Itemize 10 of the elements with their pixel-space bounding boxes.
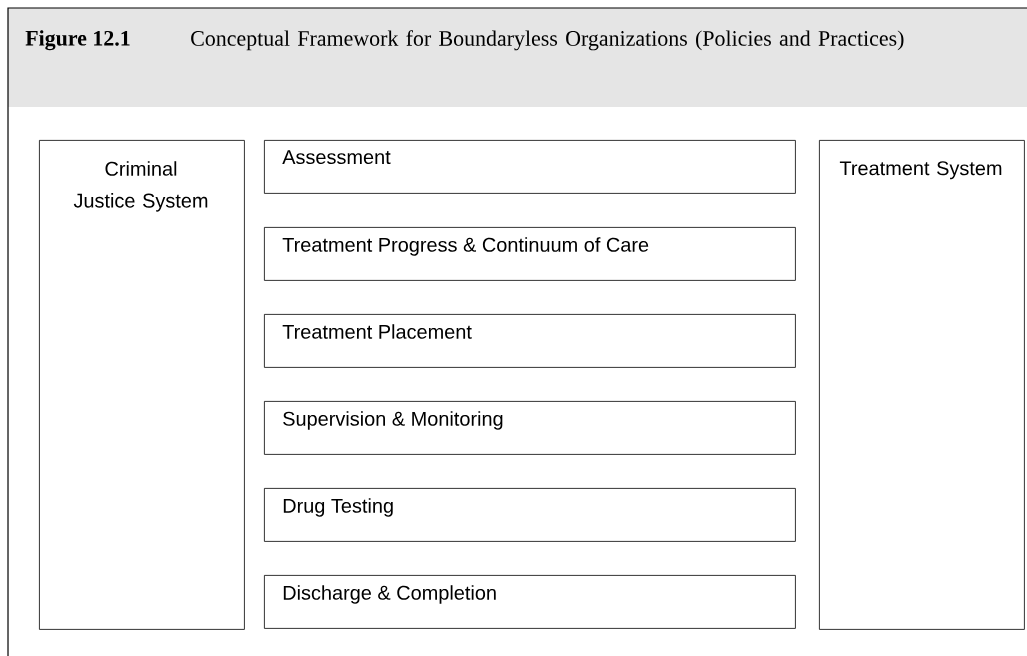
system-box: Treatment System [819, 140, 1025, 630]
practice-box: Drug Testing [264, 488, 796, 542]
practice-box: Treatment Placement [264, 314, 796, 368]
figure-number: Figure 12.1 [25, 30, 130, 51]
practice-box: Discharge & Completion [264, 575, 796, 629]
practice-box: Treatment Progress & Continuum of Care [264, 227, 796, 281]
system-box: Criminal Justice System [39, 140, 245, 630]
practice-box: Assessment [264, 140, 796, 194]
practice-box: Supervision & Monitoring [264, 401, 796, 455]
figure-title: Conceptual Framework for Boundaryless Organizations (Policies and Practices) [191, 30, 904, 51]
